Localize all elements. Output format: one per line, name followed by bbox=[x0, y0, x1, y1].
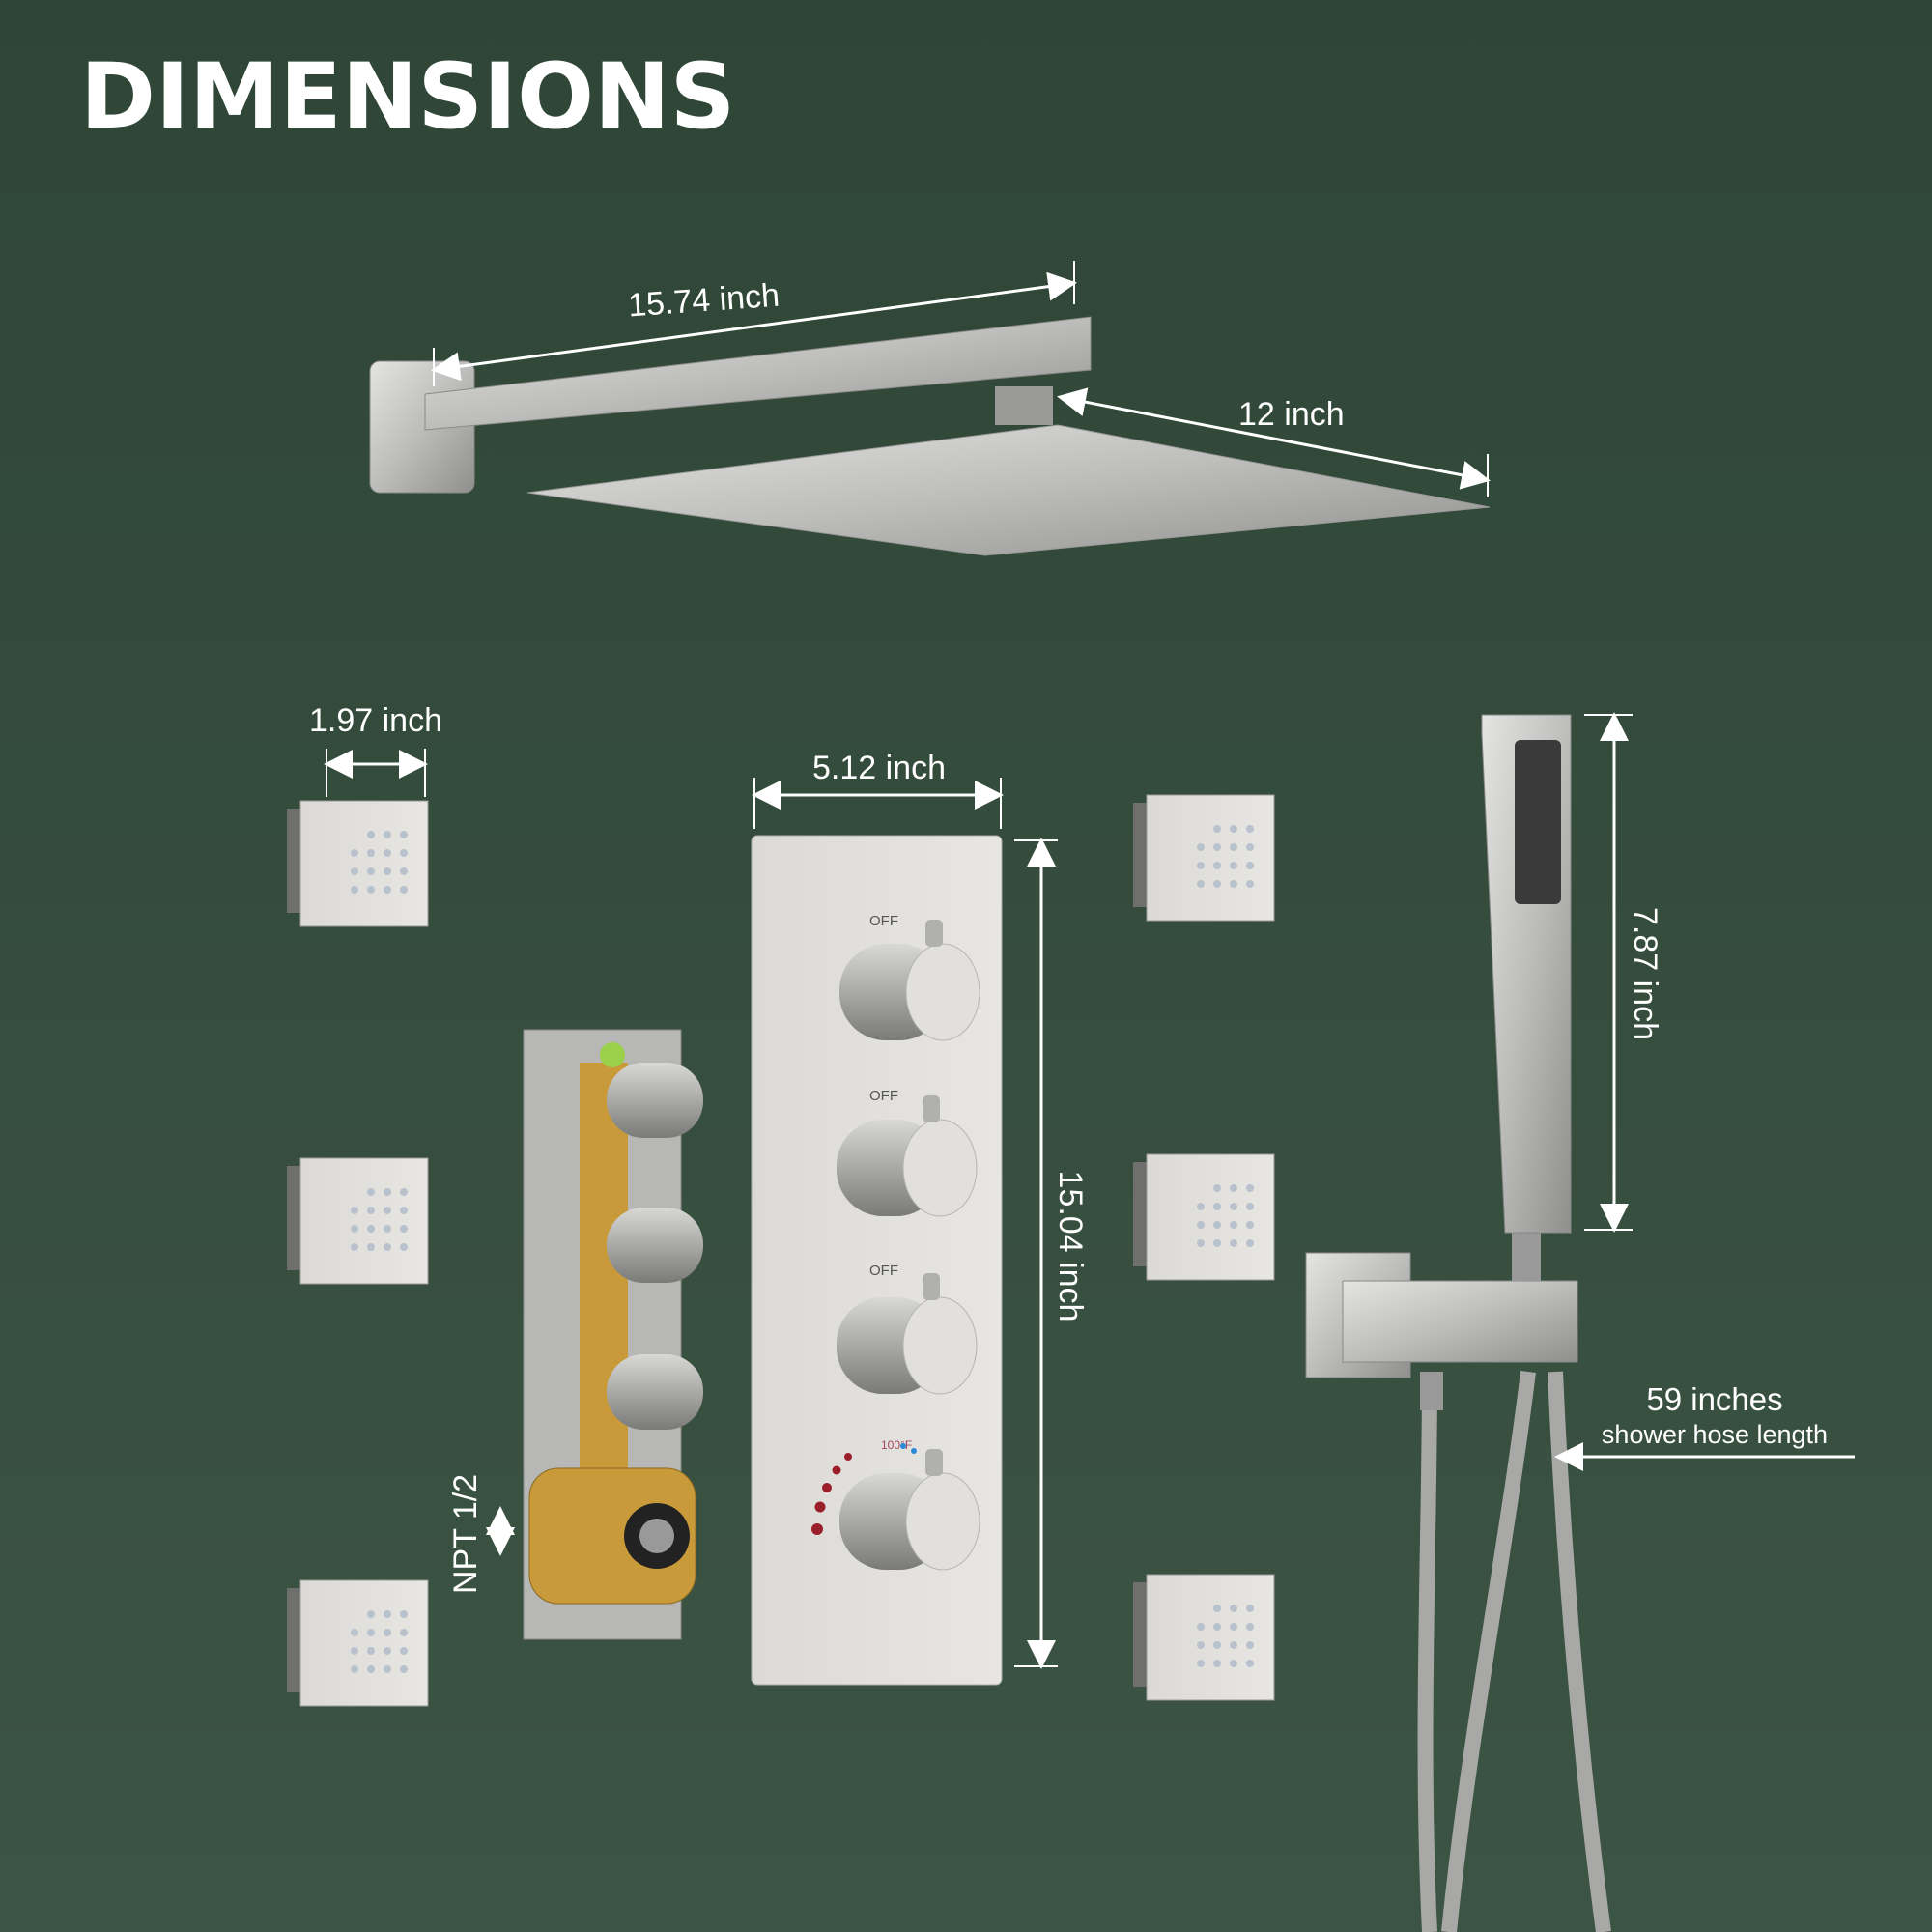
control-knob bbox=[839, 920, 980, 1041]
control-knob bbox=[837, 1095, 978, 1217]
thermostatic-control-panel: OFF OFF OFF 100°F bbox=[751, 835, 1003, 1686]
panel-height-label: 15.04 inch bbox=[1052, 1171, 1089, 1322]
arm-connector bbox=[995, 386, 1053, 425]
body-jet bbox=[287, 1579, 429, 1707]
head-size-label: 12 inch bbox=[1238, 396, 1345, 433]
temperature-label: 100°F bbox=[881, 1438, 912, 1452]
hand-shower-length-label: 7.87 inch bbox=[1627, 907, 1663, 1040]
hose-length-label: 59 inches bbox=[1646, 1381, 1782, 1417]
shower-head-plate bbox=[526, 424, 1491, 556]
knob-1-label: OFF bbox=[869, 913, 898, 929]
rough-in-valve bbox=[523, 1029, 703, 1640]
npt-label: NPT 1/2 bbox=[447, 1474, 484, 1594]
body-jet bbox=[287, 1157, 429, 1285]
control-knob bbox=[839, 1449, 980, 1571]
hand-shower bbox=[1305, 714, 1611, 1932]
body-jet bbox=[1133, 1153, 1275, 1281]
body-jet bbox=[287, 800, 429, 927]
body-jet bbox=[1133, 794, 1275, 922]
body-jets bbox=[287, 794, 1275, 1707]
knob-3-label: OFF bbox=[869, 1263, 898, 1279]
arm-dimension-line bbox=[431, 271, 1077, 382]
hose-caption: shower hose length bbox=[1602, 1420, 1828, 1449]
page-title: DIMENSIONS bbox=[80, 44, 735, 150]
panel-width-label: 5.12 inch bbox=[812, 750, 946, 786]
control-knob bbox=[837, 1273, 978, 1395]
head-dimension-line bbox=[1057, 387, 1491, 490]
knob-2-label: OFF bbox=[869, 1088, 898, 1104]
jet-size-label: 1.97 inch bbox=[309, 702, 442, 739]
body-jet bbox=[1133, 1574, 1275, 1701]
